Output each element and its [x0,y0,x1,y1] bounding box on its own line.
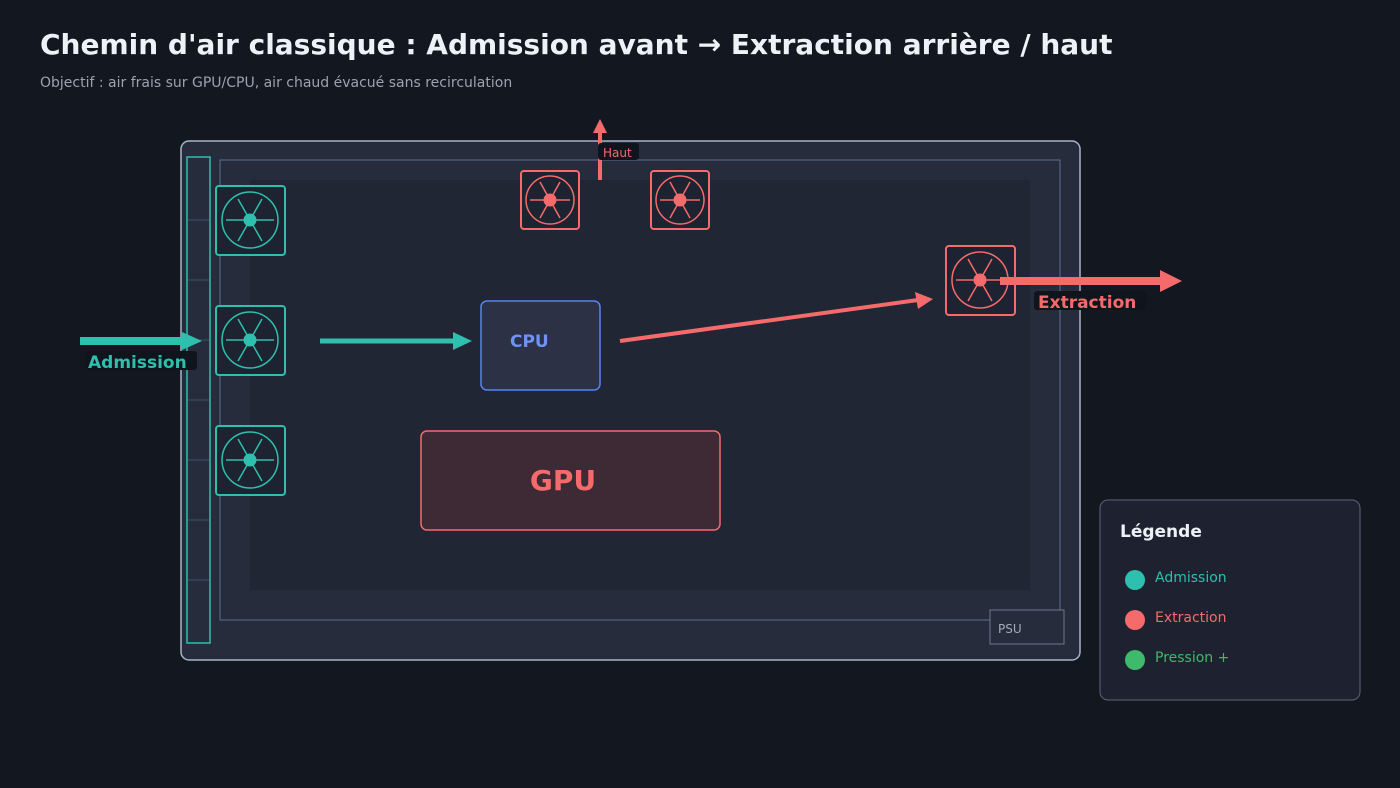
exhaust-label: Extraction [1038,293,1136,313]
intake-fan-icon [215,425,286,496]
legend-pressure-label: Pression + [1155,650,1229,666]
gpu-label: GPU [530,464,596,497]
psu-label: PSU [998,622,1022,636]
legend-exhaust-swatch [1125,610,1145,630]
case-inner-frame [219,159,1061,621]
gpu-block [420,430,721,531]
hot-air-arrow [619,292,933,343]
cpu-block [480,300,601,391]
page-subtitle: Objectif : air frais sur GPU/CPU, air ch… [40,75,513,91]
exhaust-arrow [1000,270,1182,292]
top-exhaust-fan-icon [650,170,710,230]
intake-label: Admission [88,353,187,373]
legend-exhaust-label: Extraction [1155,610,1226,626]
legend-intake-swatch [1125,570,1145,590]
top-exhaust-fan-icon [520,170,580,230]
cpu-label: CPU [510,332,549,352]
intake-fan-icon [215,185,286,256]
internal-intake-arrow [320,332,472,350]
legend-intake-label: Admission [1155,570,1227,586]
legend-pressure-swatch [1125,650,1145,670]
front-filter [186,156,211,644]
psu-block [989,609,1065,645]
legend: Légende Admission Extraction Pression + [1099,499,1361,701]
intake-fan-icon [215,305,286,376]
page-title: Chemin d'air classique : Admission avant… [40,28,1113,61]
legend-title: Légende [1120,522,1202,542]
top-exhaust-label: Haut [603,146,632,160]
intake-arrow [80,332,202,350]
